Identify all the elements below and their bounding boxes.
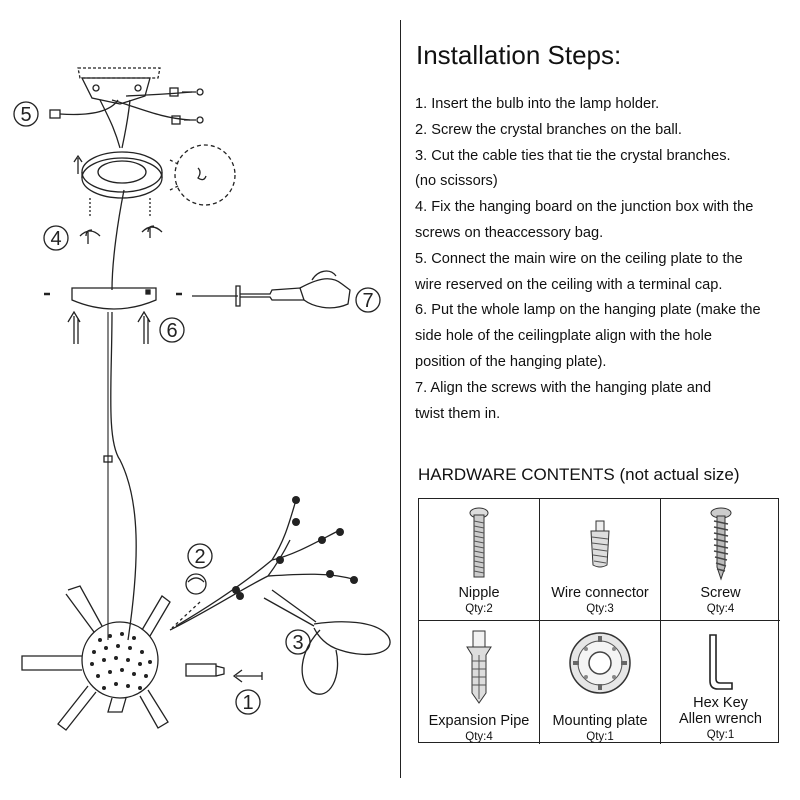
terminal-caps (49, 87, 204, 125)
hardware-item-screw: Screw Qty:4 (661, 499, 780, 621)
step-line: wire reserved on the ceiling with a term… (415, 276, 723, 293)
label-3: 3 (292, 632, 303, 654)
mounting-plate-icon (569, 632, 631, 694)
hardware-qty: Qty:3 (586, 603, 614, 615)
step-line: twist them in. (415, 405, 501, 422)
hardware-item-expansion-pipe: Expansion Pipe Qty:4 (419, 621, 540, 744)
step-number-labels: 1 2 3 4 5 6 7 (13, 101, 381, 715)
label-2: 2 (194, 546, 205, 568)
junction-box (59, 67, 193, 149)
hardware-qty: Qty:1 (586, 731, 614, 743)
scissors-illustration (263, 589, 391, 695)
hardware-item-mounting-plate: Mounting plate Qty:1 (540, 621, 661, 744)
step-line: 6. Put the whole lamp on the hanging pla… (415, 302, 761, 319)
hardware-item-hex-key: Hex Key Allen wrench Qty:1 (661, 621, 780, 744)
hardware-name: Nipple (458, 585, 500, 601)
hardware-item-wire-connector: Wire connector Qty:3 (540, 499, 661, 621)
hardware-name: Screw (700, 585, 741, 601)
column-divider (400, 20, 401, 778)
step-line: 7. Align the screws with the hanging pla… (415, 379, 712, 396)
hardware-name: Mounting plate (552, 713, 648, 729)
sputnik-ball (21, 585, 171, 731)
step-line: (no scissors) (415, 173, 498, 190)
label-5: 5 (20, 104, 31, 126)
detail-callout (174, 144, 236, 206)
step-line: position of the hanging plate). (415, 353, 607, 370)
expansion-pipe-icon (466, 630, 492, 704)
hardware-title: HARDWARE CONTENTS (not actual size) (418, 465, 740, 484)
screwdriver-illustration (192, 270, 351, 309)
crystal-branches (169, 496, 358, 631)
step-line: screws on theaccessory bag. (415, 224, 604, 241)
hardware-name-line2: Allen wrench (678, 711, 762, 727)
step-line: 1. Insert the bulb into the lamp holder. (415, 96, 660, 112)
hardware-qty: Qty:4 (465, 731, 493, 743)
label-4: 4 (50, 228, 61, 250)
nipple-icon (469, 507, 489, 578)
mounting-plate-illustration (81, 151, 163, 199)
bulb-illustration (185, 663, 225, 677)
installation-steps: 1. Insert the bulb into the lamp holder.… (415, 92, 795, 427)
hex-key-icon (708, 634, 733, 690)
label-7: 7 (362, 290, 373, 312)
step-line: 4. Fix the hanging board on the junction… (415, 199, 754, 216)
screw-icon (710, 507, 731, 581)
step-line: 2. Screw the crystal branches on the bal… (415, 121, 682, 138)
hardware-qty: Qty:1 (706, 729, 735, 741)
hardware-qty: Qty:4 (706, 603, 735, 615)
step-line: 5. Connect the main wire on the ceiling … (415, 250, 743, 267)
wire-connector-icon (590, 520, 610, 568)
installation-diagram: 1 2 3 4 5 6 7 (13, 67, 391, 731)
hardware-qty: Qty:2 (465, 603, 493, 615)
label-1: 1 (242, 692, 253, 714)
hardware-name: Expansion Pipe (428, 713, 530, 729)
hardware-item-nipple: Nipple Qty:2 (419, 499, 540, 621)
ceiling-canopy (71, 287, 157, 310)
hardware-grid: Nipple Qty:2 Wire connector Qty:3 Screw … (418, 498, 780, 744)
hardware-name: Wire connector (551, 585, 649, 601)
installation-title: Installation Steps: (416, 40, 622, 70)
hardware-name-line1: Hex Key (693, 695, 748, 711)
step-line: 3. Cut the cable ties that tie the cryst… (415, 147, 731, 164)
step-line: side hole of the ceilingplate align with… (415, 328, 712, 345)
label-6: 6 (166, 320, 177, 342)
